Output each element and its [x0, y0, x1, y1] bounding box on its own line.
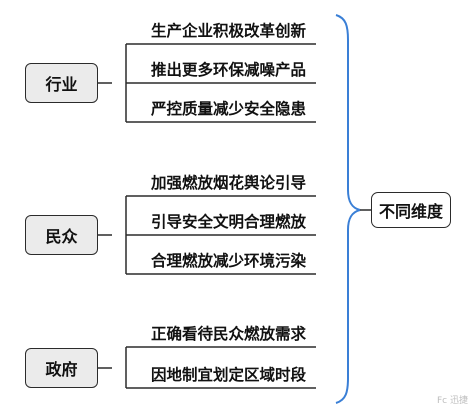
category-label: 政府 [45, 360, 78, 379]
leaf-item: 正确看待民众燃放需求 [150, 325, 306, 343]
leaf-item: 严控质量减少安全隐患 [150, 100, 306, 118]
leaf-item: 加强燃放烟花舆论引导 [150, 174, 306, 192]
watermark: Fc 迅捷 [437, 396, 468, 406]
connector-zhengfu [98, 346, 316, 389]
category-box-zhengfu: 政府 [25, 348, 98, 388]
category-box-hangye: 行业 [25, 63, 98, 103]
leaf-item: 生产企业积极改革创新 [150, 22, 306, 40]
blue-brace [335, 14, 361, 404]
root-label: 不同维度 [378, 202, 443, 221]
connector-minzhong [98, 195, 316, 275]
leaf-item: 因地制宜划定区域时段 [150, 366, 306, 384]
category-label: 行业 [45, 75, 78, 94]
root-box: 不同维度 [371, 192, 451, 228]
leaf-item: 推出更多环保减噪产品 [150, 61, 306, 79]
leaf-item: 引导安全文明合理燃放 [150, 213, 306, 231]
connector-hangye [98, 43, 316, 123]
leaf-item: 合理燃放减少环境污染 [150, 252, 306, 270]
category-box-minzhong: 民众 [25, 215, 98, 255]
category-label: 民众 [45, 227, 78, 246]
